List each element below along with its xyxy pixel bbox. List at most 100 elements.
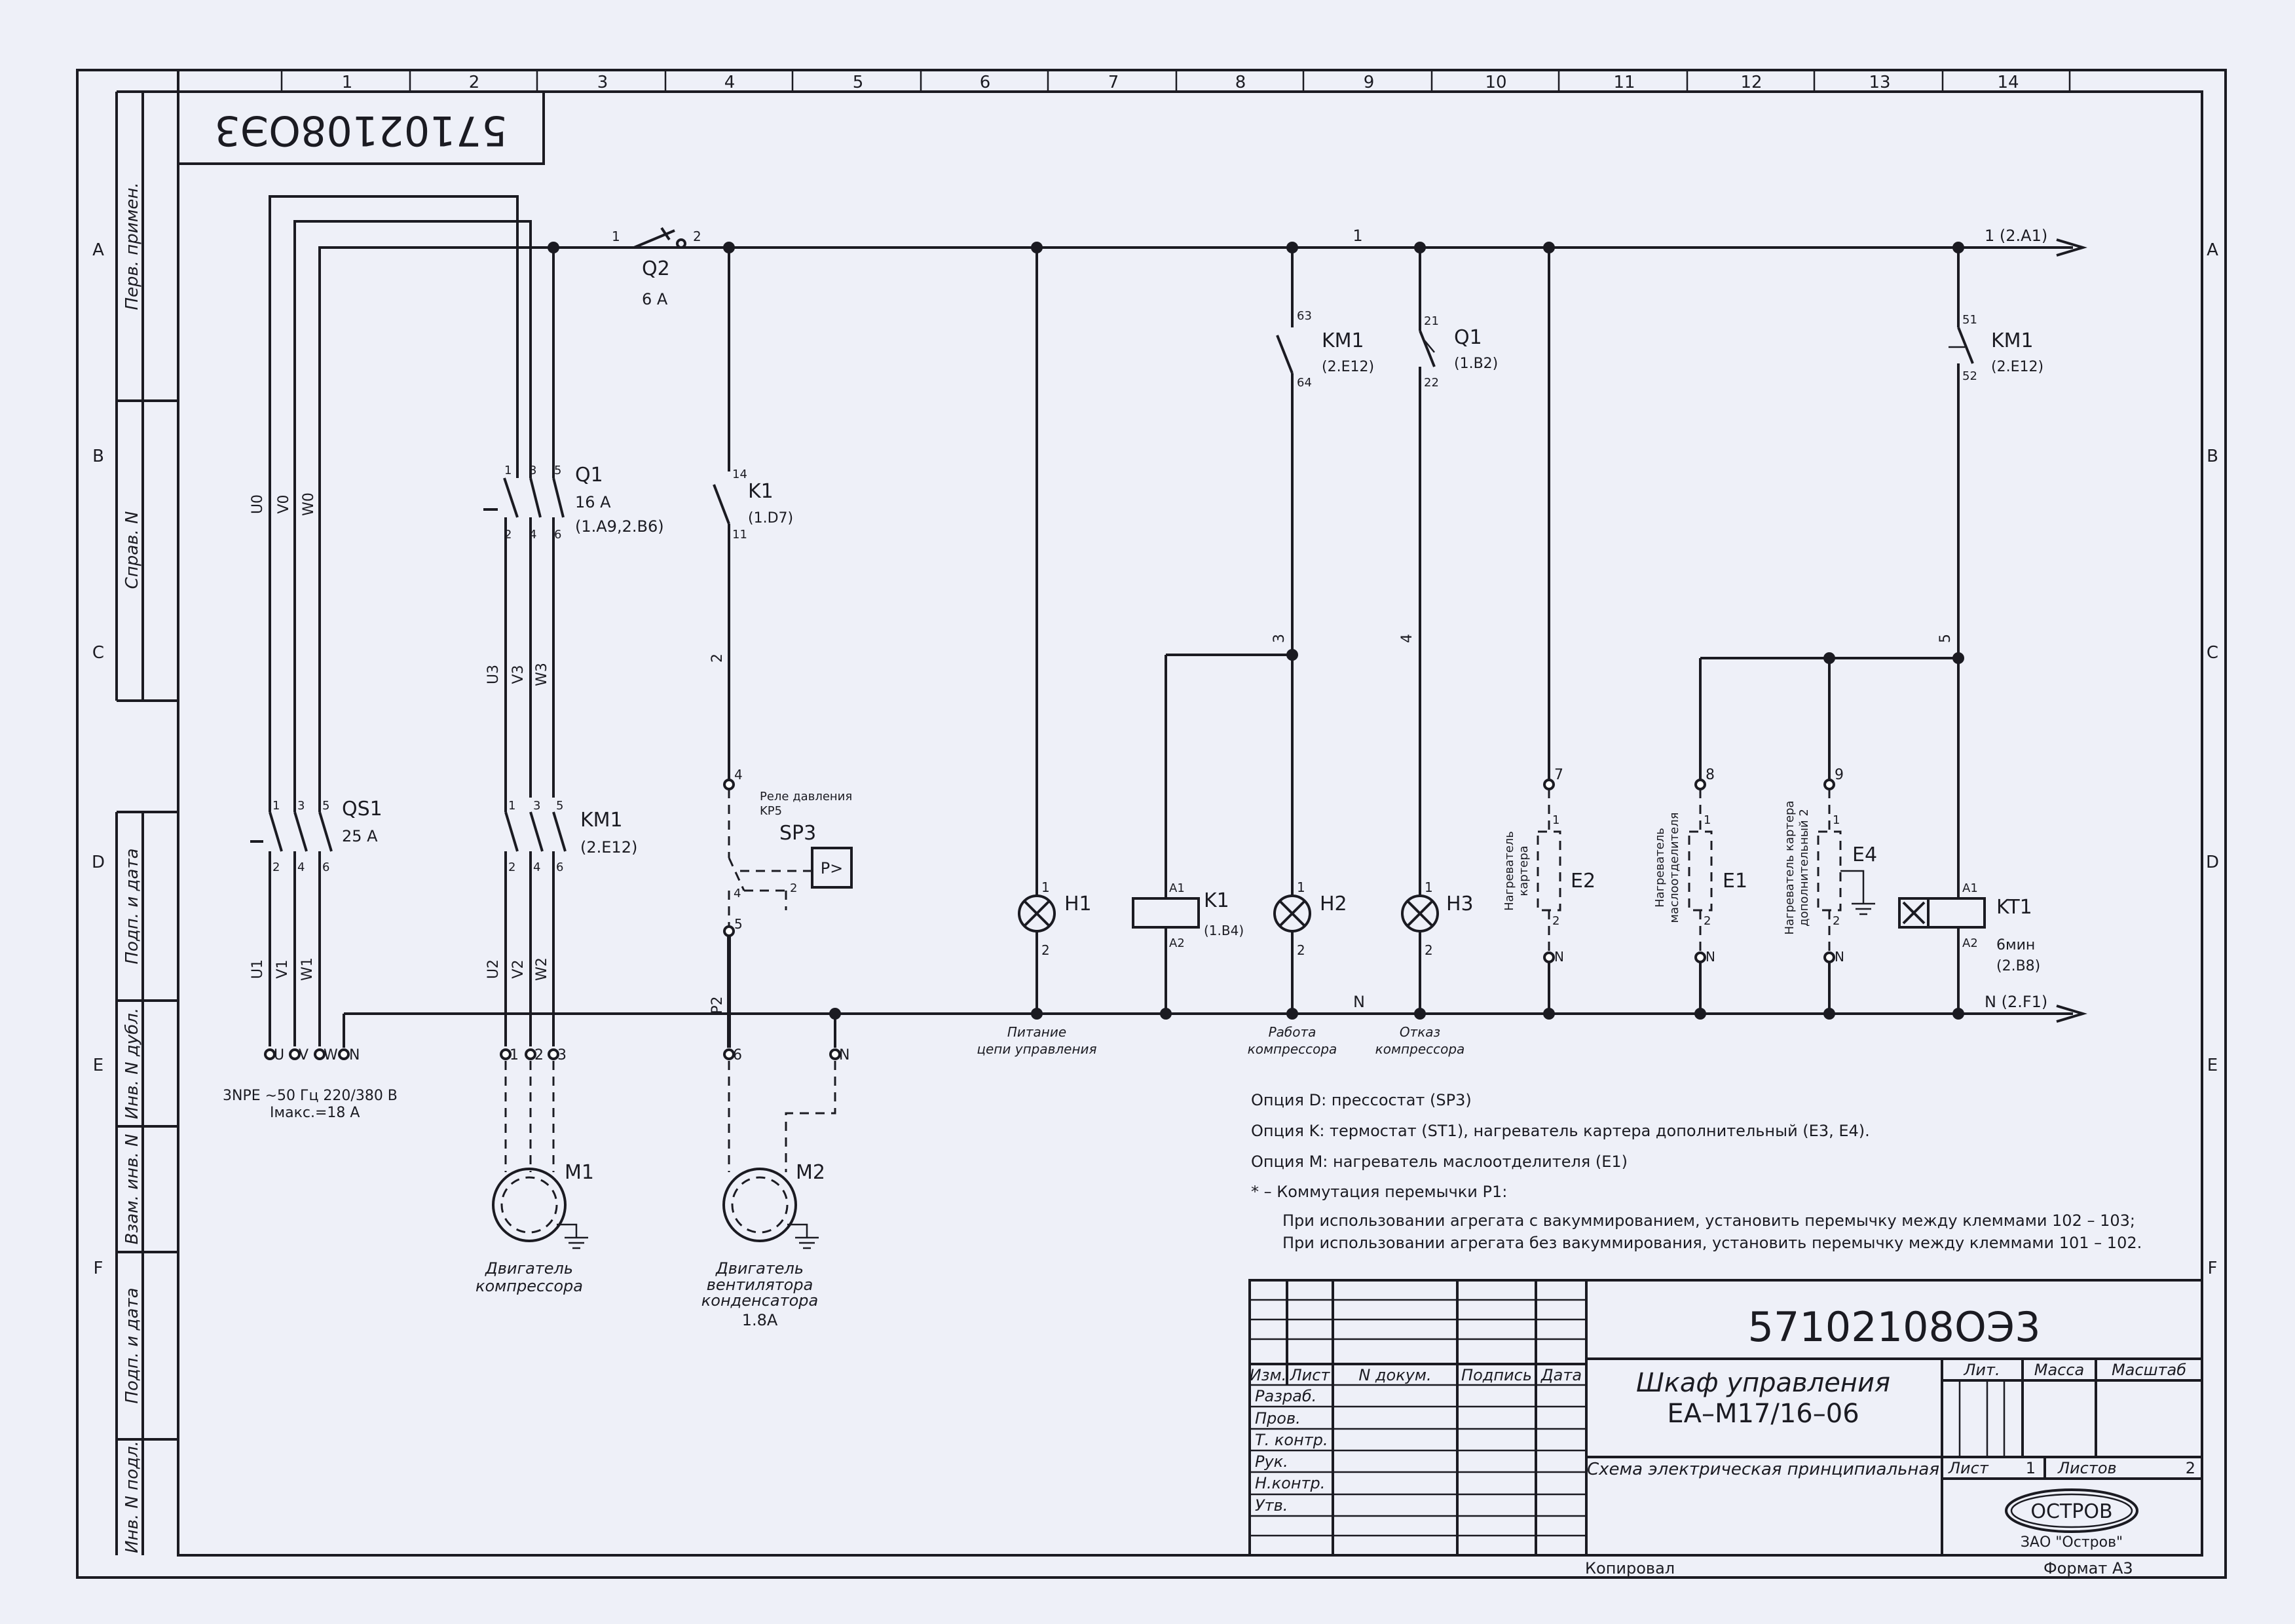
schematic-stroke [1414, 1008, 1426, 1020]
h3-caption: Отказ [1400, 1024, 1440, 1040]
sp3-box: P> [821, 859, 844, 877]
schematic-stroke [492, 1168, 567, 1242]
col-label: 12 [1740, 73, 1762, 92]
schematic-stroke [338, 1048, 350, 1060]
schematic-stroke [1952, 1008, 1964, 1020]
schematic-stroke [1031, 1008, 1043, 1020]
schematic-stroke [318, 246, 555, 798]
pin-label: 6 [556, 860, 563, 874]
terminal-label: U [274, 1047, 284, 1063]
pin-label: 9 [1835, 767, 1844, 783]
company-logo-text: ОСТРОВ [2030, 1500, 2112, 1523]
q1-ref: (1.A9,2.B6) [575, 517, 664, 536]
pin-label: 2 [1425, 942, 1433, 958]
pin-label: 2 [504, 528, 512, 542]
row-label: A [92, 240, 104, 260]
q1-lower-wires [504, 517, 555, 798]
column-ticks [280, 70, 2071, 92]
bus-out-label: N (2.F1) [1985, 993, 2047, 1011]
feed-wires [269, 195, 555, 798]
col-label: 2 [469, 73, 480, 92]
pin-label: 6 [554, 528, 561, 542]
pin-label: 1 [612, 229, 620, 244]
row-label: D [2206, 853, 2219, 872]
terminal-label: 6 [733, 1047, 742, 1063]
schematic-stroke [676, 238, 686, 249]
k1-coil [1132, 897, 1200, 1014]
schematic-stroke [552, 477, 565, 518]
col-label: 13 [1869, 73, 1890, 92]
col-label: 1 [342, 73, 353, 92]
title-line-2: EA–M17/16–06 [1667, 1399, 1859, 1429]
qs1-name: QS1 [342, 798, 382, 821]
pin-label: 2 [508, 860, 515, 874]
km1-top-ref: (2.E12) [1322, 359, 1374, 375]
pin-label: A2 [1962, 936, 1978, 950]
m2-caption: Двигатель [715, 1259, 804, 1278]
schematic-stroke [1823, 779, 1835, 790]
pin-label: 4 [734, 887, 741, 900]
schematic-stroke [1414, 242, 1426, 253]
pin-label: 4 [529, 528, 536, 542]
note-line: При использовании агрегата без вакуммиро… [1282, 1234, 2142, 1252]
pin-label: 7 [1554, 767, 1563, 783]
wire-label: P2 [709, 996, 726, 1014]
row-utv: Утв. [1255, 1496, 1288, 1515]
pin-label: N [1706, 949, 1715, 965]
schematic-stroke [1286, 1008, 1298, 1020]
supply-line-1: 3NPE ∼50 Гц 220/380 В [223, 1088, 398, 1104]
pin-label: N [1554, 949, 1564, 965]
pin-label: 6 [322, 860, 329, 874]
schematic-stroke [1840, 870, 1865, 904]
km1-top-name: KM1 [1322, 329, 1364, 352]
hdr-podpis: Подпись [1461, 1366, 1532, 1384]
schematic-stroke [503, 477, 519, 518]
pin-label: A1 [1169, 881, 1185, 895]
h3-name: H3 [1446, 893, 1474, 915]
schematic-stroke [264, 1048, 276, 1060]
wire-label: 5 [1937, 634, 1954, 643]
k1-contact-branch [713, 248, 735, 790]
e2-label: Нагреватель [1502, 831, 1516, 911]
k1-contact-name: K1 [748, 480, 774, 503]
supply-line-2: Iмакс.=18 A [270, 1105, 360, 1121]
pin-label: 5 [322, 799, 329, 813]
schematic-stroke [722, 1168, 797, 1242]
e2-heater [1537, 248, 1561, 1014]
stamp-perv-primen: Перв. примен. [122, 182, 142, 310]
supply-terminals [264, 1048, 350, 1060]
pin-label: 1 [1041, 879, 1050, 895]
schematic-stroke [829, 1048, 841, 1060]
e1-label: маслоотделителя [1668, 812, 1681, 923]
row-t-kontr: Т. контр. [1255, 1431, 1328, 1449]
col-label: 4 [724, 73, 736, 92]
terminal-label: W [324, 1047, 338, 1063]
sp3-title: Реле давления [760, 790, 852, 803]
pin-label: 2 [1297, 942, 1305, 958]
pin-label: 51 [1962, 313, 1977, 327]
e1-heater [1688, 658, 1713, 1014]
row-label: B [2207, 447, 2218, 466]
margin-stamp: Перв. примен. Справ. N Подп. и дата Инв.… [115, 90, 178, 1555]
schematic-stroke [548, 1048, 559, 1060]
pin-label: 1 [1704, 813, 1711, 827]
hdr-list: Лист [1290, 1366, 1331, 1384]
q1-aux-contact [1419, 248, 1436, 896]
schematic-stroke [289, 1048, 301, 1060]
kt1-timer-relay [1898, 897, 1986, 1014]
h2-lamp [1273, 655, 1311, 1014]
wire-label: U3 [485, 665, 502, 684]
h2-caption: Работа [1269, 1024, 1316, 1040]
schematic-stroke [269, 811, 283, 852]
inner-frame [177, 90, 2203, 1557]
col-label: 11 [1613, 73, 1635, 92]
stamp-podp-data-2: Подп. и дата [122, 1287, 142, 1403]
note-line: * – Коммутация перемычки P1: [1251, 1183, 1507, 1201]
e4-label: дополнительный 2 [1797, 809, 1811, 927]
col-label: 10 [1485, 73, 1506, 92]
e1-label: Нагреватель [1653, 828, 1667, 908]
col-label: 14 [1997, 73, 2019, 92]
col-label: 3 [597, 73, 608, 92]
wire-label: 3 [1271, 634, 1288, 643]
col-label: 8 [1235, 73, 1246, 92]
